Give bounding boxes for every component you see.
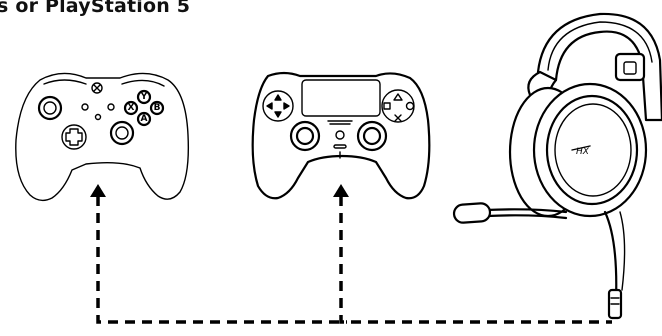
headset: HX xyxy=(453,14,662,318)
headset-slider xyxy=(616,54,644,80)
xbox-arrow-icon xyxy=(90,184,106,197)
xbox-button-a-label: A xyxy=(141,114,148,124)
xbox-button-b-label: B xyxy=(154,103,161,113)
xbox-controller: Y X B A xyxy=(16,73,189,200)
headset-cable xyxy=(605,212,616,300)
headset-mic-tip xyxy=(453,203,490,223)
xbox-button-y-label: Y xyxy=(140,92,148,102)
ps5-controller xyxy=(253,73,430,198)
xbox-controller-body xyxy=(16,73,189,200)
ps5-controller-body xyxy=(253,73,430,198)
xbox-connection-line xyxy=(98,196,347,322)
xbox-button-x-label: X xyxy=(128,103,135,113)
ps5-arrow-icon xyxy=(333,184,349,197)
